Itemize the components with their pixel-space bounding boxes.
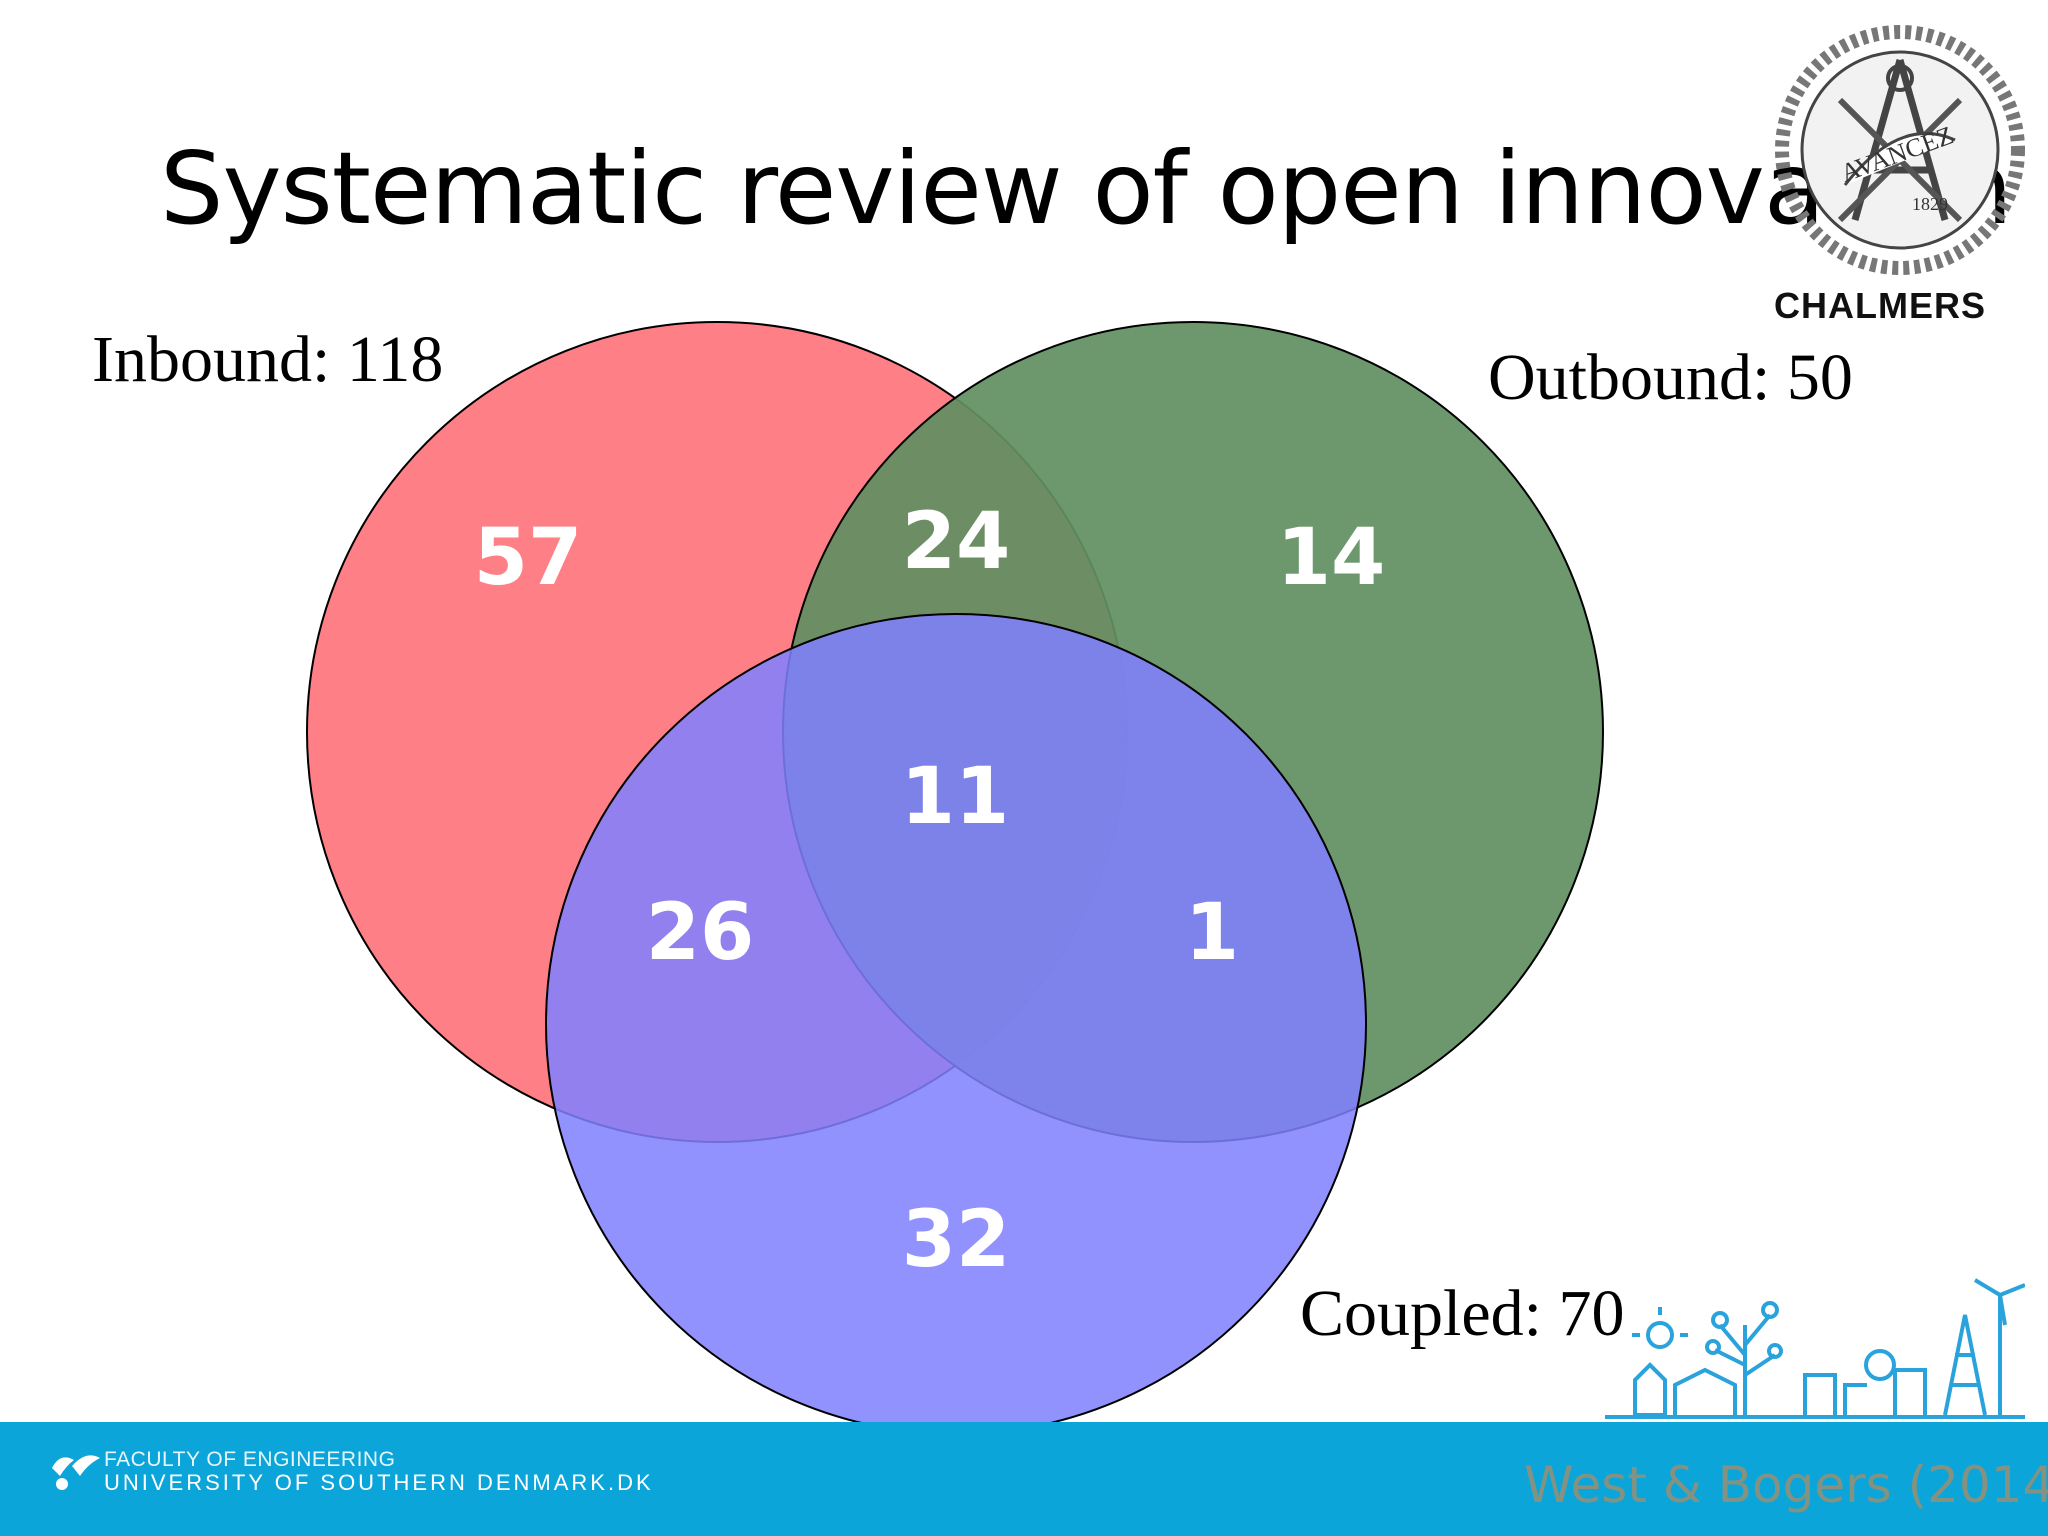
- university-name: UNIVERSITY OF SOUTHERN DENMARK.DK: [104, 1470, 654, 1495]
- count-outbound-coupled: 1: [1184, 888, 1240, 978]
- slide-title: Systematic review of open innovation: [160, 130, 2013, 247]
- chalmers-seal-logo: AVANCEZ 1829: [1775, 25, 2025, 275]
- footer-bar: [0, 1422, 2048, 1536]
- count-inbound-outbound: 24: [901, 497, 1011, 587]
- coupled-circle: [545, 613, 1367, 1435]
- count-outbound-only: 14: [1276, 513, 1386, 603]
- sdu-bird-logo-icon: [52, 1455, 100, 1490]
- count-all-three: 11: [900, 752, 1010, 842]
- inbound-label: Inbound: 118: [92, 323, 444, 396]
- count-inbound-only: 57: [473, 513, 583, 603]
- count-coupled-only: 32: [901, 1195, 1011, 1285]
- count-inbound-coupled: 26: [645, 888, 755, 978]
- outbound-label: Outbound: 50: [1488, 341, 1853, 414]
- coupled-label: Coupled: 70: [1300, 1277, 1625, 1350]
- faculty-name: FACULTY OF ENGINEERING: [104, 1448, 396, 1471]
- citation: West & Bogers (2014): [1524, 1456, 2048, 1514]
- sustainability-illustration-icon: [1605, 1278, 2025, 1419]
- chalmers-wordmark: CHALMERS: [1774, 285, 1986, 326]
- svg-text:1829: 1829: [1912, 194, 1948, 214]
